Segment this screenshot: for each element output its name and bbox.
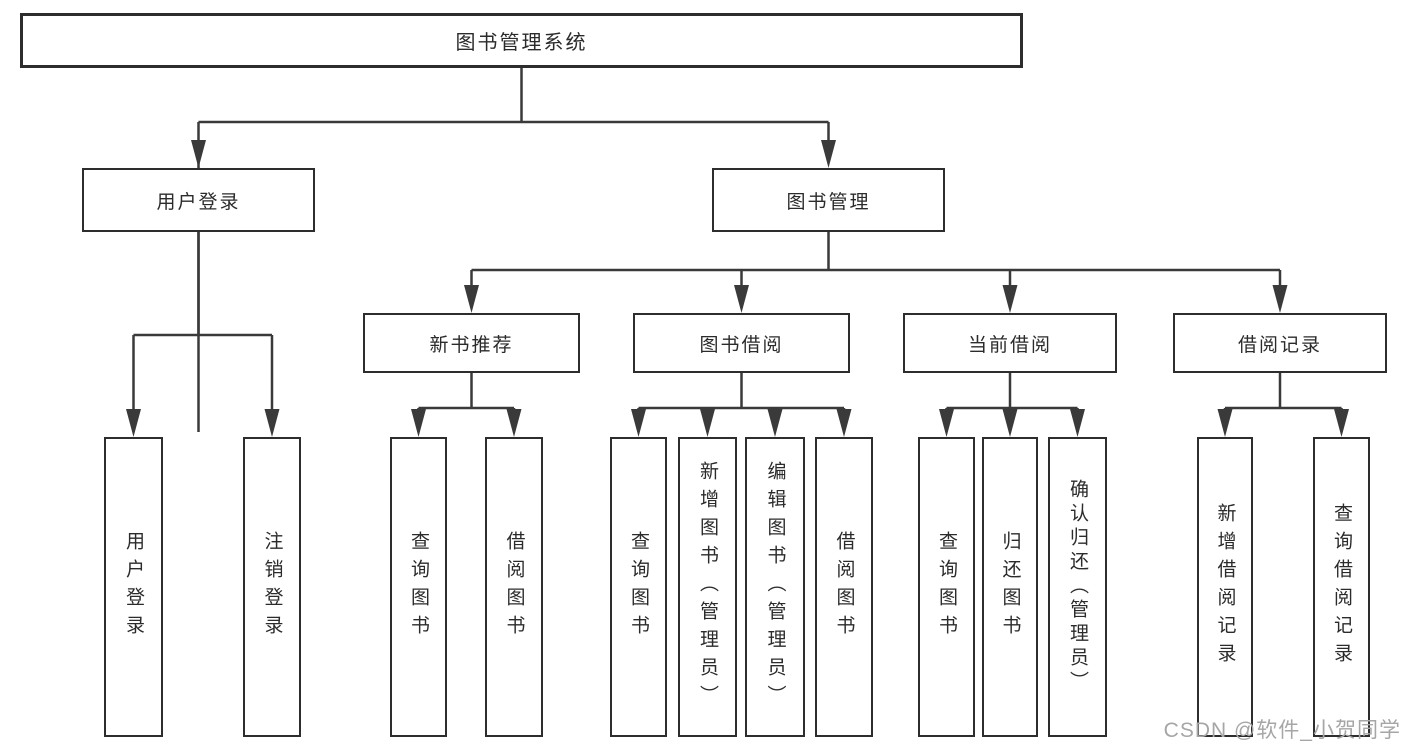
leaf-borrow-book-recommend: 借阅图书 xyxy=(485,437,543,737)
node-book-management: 图书管理 xyxy=(712,168,945,232)
node-user-login: 用户登录 xyxy=(82,168,315,232)
node-label: 新增图书（管理员） xyxy=(697,461,718,713)
node-label: 用户登录 xyxy=(123,531,144,643)
connector-new-book-recommend-children xyxy=(411,373,522,437)
leaf-return-book: 归还图书 xyxy=(982,437,1038,737)
leaf-user-login: 用户登录 xyxy=(104,437,163,737)
node-label: 当前借阅 xyxy=(967,334,1052,356)
leaf-logout-login: 注销登录 xyxy=(243,437,301,737)
leaf-query-book-recommend: 查询图书 xyxy=(390,437,447,737)
connector-root-to-branches xyxy=(191,67,836,432)
node-borrow-records: 借阅记录 xyxy=(1173,313,1387,373)
node-label: 新增借阅记录 xyxy=(1214,503,1236,671)
node-label: 确认归还（管理员） xyxy=(1067,479,1088,695)
leaf-query-book-borrow: 查询图书 xyxy=(610,437,667,737)
connector-book-management-children xyxy=(464,232,1288,313)
leaf-query-borrow-record: 查询借阅记录 xyxy=(1313,437,1370,737)
node-book-borrow: 图书借阅 xyxy=(633,313,850,373)
node-current-borrow: 当前借阅 xyxy=(903,313,1117,373)
leaf-borrow-book: 借阅图书 xyxy=(815,437,873,737)
connector-book-borrow-children xyxy=(631,373,852,437)
leaf-query-book-current: 查询图书 xyxy=(918,437,975,737)
connector-borrow-records-children xyxy=(1217,373,1349,437)
node-label: 查询图书 xyxy=(936,531,957,643)
node-label: 图书借阅 xyxy=(699,334,784,356)
leaf-add-book-admin: 新增图书（管理员） xyxy=(678,437,737,737)
node-label: 借阅记录 xyxy=(1237,334,1322,356)
csdn-watermark: CSDN @软件_小贺同学 xyxy=(1163,719,1401,742)
node-label: 归还图书 xyxy=(999,531,1021,643)
node-label: 图书管理 xyxy=(786,191,871,213)
node-label: 新书推荐 xyxy=(429,334,514,356)
node-label: 查询图书 xyxy=(408,531,429,643)
node-label: 用户登录 xyxy=(156,191,241,213)
node-label: 查询图书 xyxy=(628,531,649,643)
node-label: 借阅图书 xyxy=(503,531,525,643)
connector-user-login-children xyxy=(126,232,280,437)
node-system-root: 图书管理系统 xyxy=(20,13,1023,68)
connector-current-borrow-children xyxy=(939,373,1085,437)
node-label: 图书管理系统 xyxy=(455,32,588,54)
node-label: 注销登录 xyxy=(261,531,283,643)
leaf-add-borrow-record: 新增借阅记录 xyxy=(1197,437,1253,737)
node-label: 借阅图书 xyxy=(833,531,855,643)
node-label: 查询借阅记录 xyxy=(1331,503,1352,671)
leaf-confirm-return-admin: 确认归还（管理员） xyxy=(1048,437,1107,737)
node-label: 编辑图书（管理员） xyxy=(764,461,786,713)
leaf-edit-book-admin: 编辑图书（管理员） xyxy=(745,437,805,737)
node-new-book-recommend: 新书推荐 xyxy=(363,313,580,373)
